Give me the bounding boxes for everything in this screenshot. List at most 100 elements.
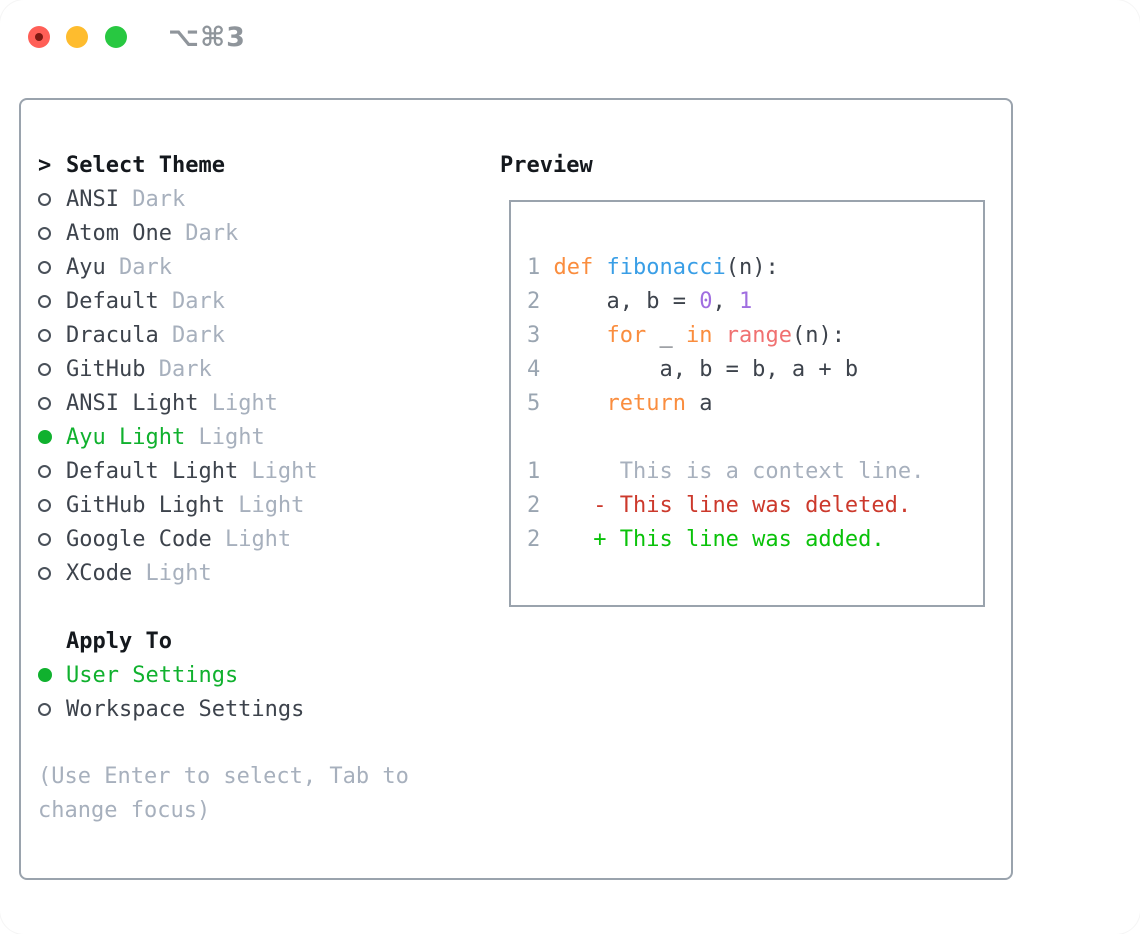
code-line [527, 420, 983, 454]
code-line: 1 This is a context line. [527, 454, 983, 488]
code-token: in [685, 322, 713, 348]
window-title: ⌥⌘3 [168, 22, 246, 53]
code-line: 2 a, b = 0, 1 [527, 284, 983, 318]
radio-unselected-icon [38, 396, 51, 410]
code-token: (n): [725, 254, 779, 280]
code-token: This is a context line. [553, 458, 925, 484]
code-token: _ [646, 322, 686, 348]
option-label: ANSI [66, 186, 119, 212]
theme-option[interactable]: Atom One Dark [38, 216, 478, 250]
option-label: Atom One [66, 220, 172, 246]
theme-option[interactable]: Default Dark [38, 284, 478, 318]
option-label: Default Light [66, 458, 239, 484]
radio-unselected-icon [38, 294, 51, 308]
select-theme-title: Select Theme [66, 152, 225, 178]
option-variant: Dark [145, 356, 212, 382]
line-number: 5 [527, 390, 554, 416]
option-variant: Dark [118, 186, 186, 212]
theme-option[interactable]: GitHub Light Light [38, 488, 478, 522]
radio-unselected-icon [38, 362, 51, 376]
option-label: GitHub Light [66, 492, 225, 518]
line-number: 1 [527, 458, 554, 484]
code-line: 2 - This line was deleted. [527, 488, 983, 522]
code-token: fibonacci [606, 254, 726, 280]
option-label: Default [66, 288, 159, 314]
code-token [554, 323, 607, 348]
apply-to-header: Apply To [38, 624, 478, 658]
preview-pane: Preview 1 def fibonacci(n):2 a, b = 0, 1… [500, 148, 985, 607]
code-line: 1 def fibonacci(n): [527, 250, 983, 284]
minimize-button[interactable] [66, 26, 88, 48]
theme-option[interactable]: Default Light Light [38, 454, 478, 488]
focus-caret-icon: > [38, 152, 52, 178]
apply-to-option[interactable]: Workspace Settings [38, 692, 478, 726]
theme-option[interactable]: Ayu Light Light [38, 420, 478, 454]
code-token: for [606, 322, 647, 348]
zoom-button[interactable] [105, 26, 127, 48]
theme-option[interactable]: GitHub Dark [38, 352, 478, 386]
apply-to-title: Apply To [66, 628, 172, 654]
code-token: def [553, 254, 594, 280]
line-number: 1 [527, 254, 554, 280]
radio-unselected-icon [38, 532, 51, 546]
code-token: , [712, 288, 739, 314]
code-token: return [606, 390, 686, 416]
code-line: 2 + This line was added. [527, 522, 983, 556]
code-token [712, 323, 725, 348]
theme-option[interactable]: XCode Light [38, 556, 478, 590]
option-variant: Dark [171, 220, 239, 246]
option-label: Dracula [66, 322, 159, 348]
code-token: a, b = b, a + b [553, 356, 859, 382]
radio-unselected-icon [38, 498, 51, 512]
option-label: GitHub [66, 356, 146, 382]
titlebar: ⌥⌘3 [0, 0, 1140, 74]
option-variant: Dark [105, 254, 172, 280]
option-label: User Settings [66, 662, 239, 688]
theme-option[interactable]: Ayu Dark [38, 250, 478, 284]
code-token: 1 [738, 288, 753, 314]
close-button-dot-icon [35, 33, 43, 41]
code-token [593, 255, 606, 280]
option-label: ANSI Light [66, 390, 199, 416]
option-variant: Dark [158, 288, 225, 314]
option-variant: Light [198, 390, 278, 416]
apply-to-option[interactable]: User Settings [38, 658, 478, 692]
radio-unselected-icon [38, 566, 51, 580]
option-label: Ayu Light [66, 424, 186, 450]
option-label: Google Code [66, 526, 212, 552]
radio-unselected-icon [38, 226, 51, 240]
line-number: 3 [527, 322, 554, 348]
hint-text: (Use Enter to select, Tab to change focu… [38, 764, 409, 823]
radio-unselected-icon [38, 328, 51, 342]
select-theme-header: > Select Theme [38, 148, 478, 182]
theme-option[interactable]: ANSI Dark [38, 182, 478, 216]
theme-option[interactable]: Dracula Dark [38, 318, 478, 352]
code-token [554, 391, 607, 416]
option-variant: Light [185, 424, 265, 450]
line-number: 2 [527, 526, 554, 552]
code-token: (n): [791, 322, 845, 348]
radio-selected-icon [38, 668, 52, 682]
option-label: Ayu [66, 254, 106, 280]
option-variant: Light [224, 492, 305, 518]
preview-title: Preview [500, 152, 593, 178]
radio-unselected-icon [38, 464, 51, 478]
option-variant: Light [132, 560, 212, 586]
option-label: XCode [66, 560, 133, 586]
theme-option[interactable]: ANSI Light Light [38, 386, 478, 420]
code-token: range [725, 322, 792, 348]
code-token: - This line was deleted. [553, 492, 912, 518]
code-line: 4 a, b = b, a + b [527, 352, 983, 386]
close-button[interactable] [28, 26, 50, 48]
code-line: 5 return a [527, 386, 983, 420]
radio-unselected-icon [38, 260, 51, 274]
code-token: + This line was added. [553, 526, 885, 552]
code-token: a [685, 390, 713, 416]
preview-header: Preview [500, 148, 985, 182]
theme-option[interactable]: Google Code Light [38, 522, 478, 556]
